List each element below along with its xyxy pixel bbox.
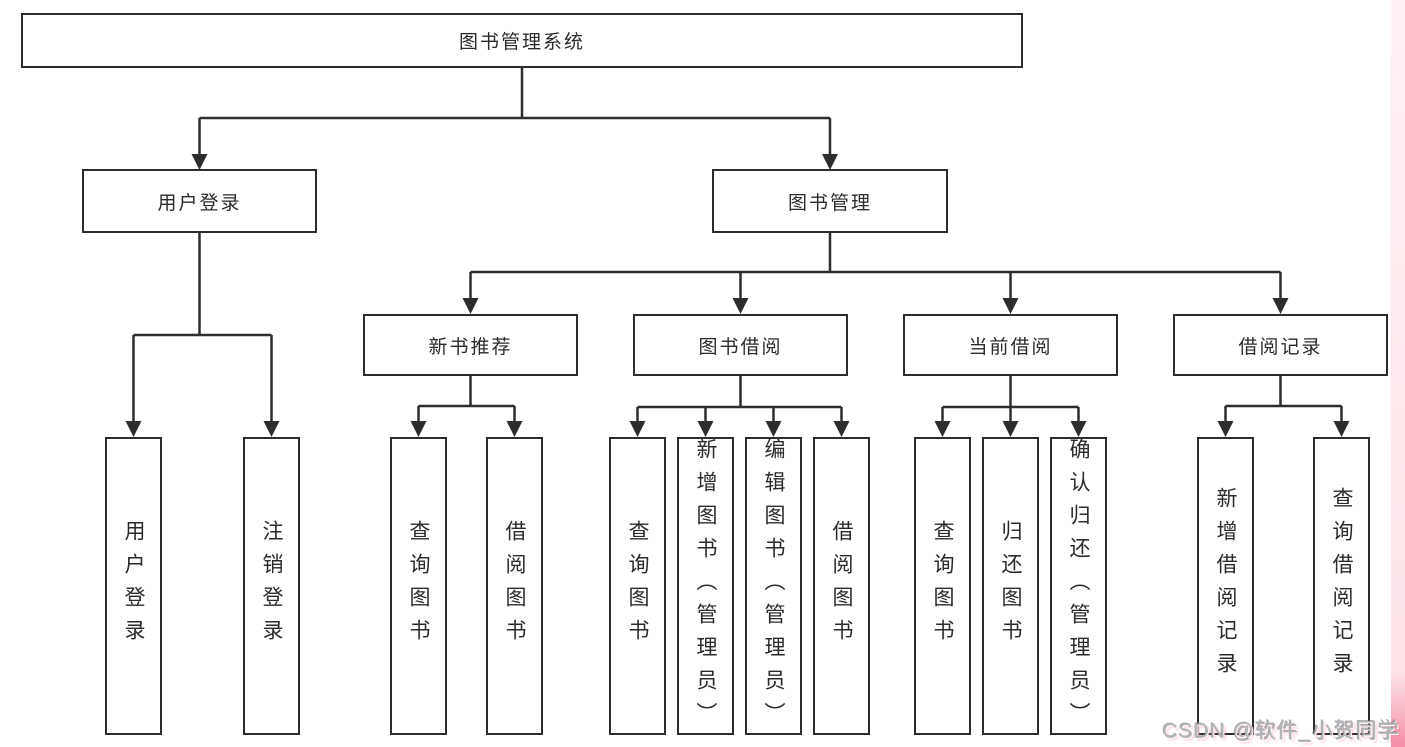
leaf-logout: 注销登录 <box>243 437 300 735</box>
node-current-borrowing: 当前借阅 <box>903 314 1118 376</box>
node-label: 新书推荐 <box>428 336 513 358</box>
leaf-return-books: 归还图书 <box>982 437 1039 735</box>
node-label: 当前借阅 <box>968 336 1053 358</box>
leaf-query-books-current: 查询图书 <box>914 437 971 735</box>
leaf-label: 查询图书 <box>931 520 954 652</box>
leaf-label: 新增借阅记录 <box>1214 487 1237 685</box>
node-label: 图书借阅 <box>698 336 783 358</box>
leaf-label: 归还图书 <box>999 520 1022 652</box>
watermark: CSDN @软件_小贺同学 <box>1162 720 1400 743</box>
leaf-confirm-return-admin: 确认归还（管理员） <box>1050 437 1107 735</box>
leaf-label: 用户登录 <box>122 520 145 652</box>
leaf-label: 查询图书 <box>626 520 649 652</box>
node-borrowing-records: 借阅记录 <box>1173 314 1388 376</box>
leaf-label: 确认归还（管理员） <box>1067 437 1090 735</box>
node-library-management-system: 图书管理系统 <box>21 13 1023 68</box>
leaf-borrow-books-recommend: 借阅图书 <box>486 437 543 735</box>
leaf-label: 查询图书 <box>407 520 430 652</box>
bus-lines <box>133 68 1342 409</box>
leaf-label: 借阅图书 <box>503 520 526 652</box>
node-new-book-recommend: 新书推荐 <box>363 314 578 376</box>
leaf-user-login: 用户登录 <box>105 437 162 735</box>
node-label: 借阅记录 <box>1238 336 1323 358</box>
leaf-add-borrow-record: 新增借阅记录 <box>1197 437 1254 735</box>
leaf-query-books-borrowing: 查询图书 <box>609 437 666 735</box>
leaf-add-books-admin: 新增图书（管理员） <box>677 437 734 735</box>
leaf-query-borrow-record: 查询借阅记录 <box>1313 437 1370 735</box>
node-user-login: 用户登录 <box>82 169 317 233</box>
leaf-label: 查询借阅记录 <box>1330 487 1353 685</box>
leaf-label: 借阅图书 <box>830 520 853 652</box>
node-book-management: 图书管理 <box>712 169 948 233</box>
leaf-query-books-recommend: 查询图书 <box>390 437 447 735</box>
leaf-label: 新增图书（管理员） <box>694 437 717 735</box>
leaf-label: 注销登录 <box>260 520 283 652</box>
node-label: 图书管理 <box>787 192 872 214</box>
leaf-borrow-books: 借阅图书 <box>813 437 870 735</box>
node-label: 用户登录 <box>157 192 242 214</box>
node-book-borrowing: 图书借阅 <box>633 314 848 376</box>
leaf-label: 编辑图书（管理员） <box>762 437 785 735</box>
node-label: 图书管理系统 <box>458 32 585 53</box>
leaf-edit-books-admin: 编辑图书（管理员） <box>745 437 802 735</box>
